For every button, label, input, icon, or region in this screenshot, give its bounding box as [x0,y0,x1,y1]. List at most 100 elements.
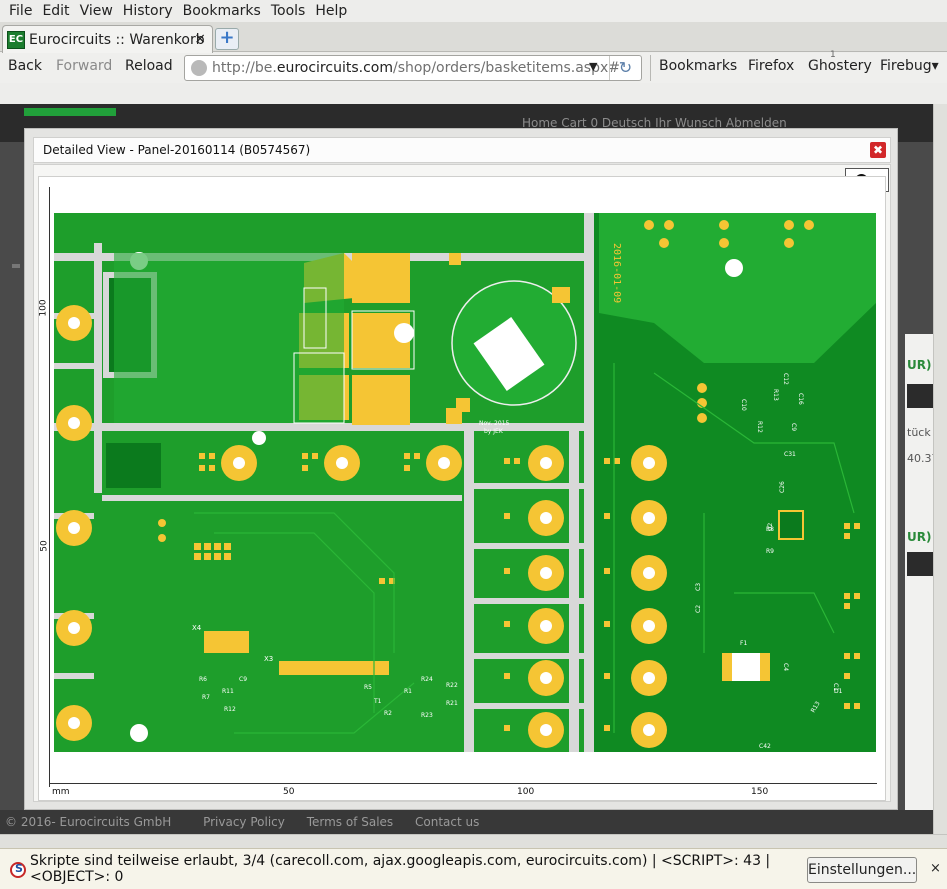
ghostery-toolbar-button[interactable]: Ghostery [808,58,872,74]
notification-close-icon[interactable]: × [930,861,941,876]
menu-tools[interactable]: Tools [270,3,306,19]
site-header-links[interactable]: Home Cart 0 Deutsch Ihr Wunsch Abmelden [522,116,787,130]
pcb-by-text: by JEK [484,428,504,435]
horizontal-ruler [49,783,877,784]
pcb-label-c2: C2 [695,605,702,613]
pcb-gap [474,598,584,604]
footer-privacy-link[interactable]: Privacy Policy [203,815,285,829]
pcb-battery-tab [456,398,470,412]
url-text[interactable]: http://be.eurocircuits.com/shop/orders/b… [212,60,620,76]
reload-button[interactable]: Reload [125,58,173,74]
pcb-silk-outline [293,352,345,424]
pcb-label-r6: R6 [199,676,207,683]
pcb-label-x4: X4 [192,624,202,632]
pcb-gap [474,483,584,489]
vertical-ruler [49,187,50,787]
pcb-label-r24: R24 [421,676,433,683]
pcb-chip-u2 [778,510,804,540]
pcb-label-r7: R7 [202,694,210,701]
page-side-panel: UR) tück 40.37 UR) [905,334,933,814]
pcb-viewer[interactable]: 100 50 mm 50 100 150 [38,176,886,801]
menu-help[interactable]: Help [315,3,348,19]
pcb-label-r12: R12 [224,706,236,713]
ghostery-badge: 1 [830,50,836,60]
pcb-label-c4: C4 [782,663,789,671]
dialog-body: ▼ 100 50 mm 50 100 150 [33,164,891,802]
pcb-fuse-pad [760,653,770,681]
pcb-date-text: 2016-01-09 [611,243,622,303]
dialog-title: Detailed View - Panel-20160114 (B0574567… [43,143,311,157]
url-history-dropdown-icon[interactable]: ▼ [589,60,598,73]
pcb-silk-outline [303,287,327,349]
footer-terms-link[interactable]: Terms of Sales [306,815,394,829]
pcb-gap [569,431,579,752]
pcb-gap [54,673,94,679]
settings-button[interactable]: Einstellungen... [807,857,917,883]
firebug-toolbar-button[interactable]: Firebug▾ [880,58,939,74]
pcb-gap [474,543,584,549]
footer-copyright: © 2016- Eurocircuits GmbH [5,815,172,829]
pcb-label-c9b: C9 [790,423,797,431]
new-tab-button[interactable]: + [215,28,239,50]
dialog-titlebar: Detailed View - Panel-20160114 (B0574567… [33,137,891,163]
tab-close-icon[interactable]: × [194,31,206,47]
noscript-notification-bar: Skripte sind teilweise erlaubt, 3/4 (car… [0,848,947,889]
tab-title: Eurocircuits :: Warenkorb [29,31,205,48]
ruler-unit: mm [52,787,70,797]
horizontal-scrollbar[interactable] [0,834,947,848]
menu-bookmarks[interactable]: Bookmarks [182,3,261,19]
pcb-label-c16: C16 [797,393,804,405]
globe-icon [191,60,207,76]
url-bar[interactable]: http://be.eurocircuits.com/shop/orders/b… [184,55,642,81]
pcb-label-r23: R23 [421,712,433,719]
noscript-icon [10,862,26,878]
site-logo-strip [24,108,116,116]
menu-bar: File Edit View History Bookmarks Tools H… [0,0,947,22]
pcb-label-c42: C42 [759,743,771,750]
pcb-label-r5: R5 [364,684,372,691]
pcb-control-region [114,253,344,423]
pcb-label-c12: C12 [782,373,789,385]
vertical-scrollbar[interactable] [933,104,947,834]
menu-file[interactable]: File [9,3,33,19]
pcb-connector-x3 [279,661,389,675]
pcb-label-f1: F1 [740,640,747,647]
pcb-label-r9: R9 [766,548,774,555]
pcb-gap [464,431,474,752]
menu-edit[interactable]: Edit [42,3,70,19]
bookmarks-toolbar-button[interactable]: Bookmarks [659,58,738,74]
menu-view[interactable]: View [79,3,113,19]
pcb-gap [474,653,584,659]
forward-button[interactable]: Forward [56,58,113,74]
page-left-marker [12,264,20,268]
pcb-connector-x4 [204,631,249,653]
pcb-label-r21: R21 [446,700,458,707]
firebug-dropdown-icon[interactable]: ▾ [931,58,939,74]
detailed-view-dialog: Detailed View - Panel-20160114 (B0574567… [24,128,898,810]
pcb-gap [584,213,594,752]
qty-label: tück [907,426,931,439]
tab-warenkorb[interactable]: EC Eurocircuits :: Warenkorb × [2,25,213,53]
price-label: UR) [907,358,932,372]
pcb-gap [102,495,462,501]
pcb-gap [474,703,584,709]
firefox-toolbar-button[interactable]: Firefox [748,58,795,74]
pcb-pad-holes [68,252,743,742]
url-reload-icon[interactable]: ↻ [609,56,641,80]
pcb-label-t1: T1 [373,698,382,705]
pcb-label-c26: C26 [779,481,786,493]
side-dark-block [907,384,933,408]
pcb-battery-cell [473,317,545,391]
back-button[interactable]: Back [8,58,42,74]
pcb-fuse-pad [722,653,732,681]
ruler-x-150: 150 [751,787,769,797]
footer-contact-link[interactable]: Contact us [415,815,480,829]
side-dark-block-2 [907,552,933,576]
pcb-label-u2: U2 [767,523,774,531]
pcb-silk-outline [351,310,415,370]
dialog-close-icon[interactable]: ✖ [870,142,886,158]
ruler-x-100: 100 [517,787,535,797]
menu-history[interactable]: History [122,3,173,19]
site-footer: © 2016- Eurocircuits GmbH Privacy Policy… [0,810,933,834]
pcb-gap [94,243,102,493]
